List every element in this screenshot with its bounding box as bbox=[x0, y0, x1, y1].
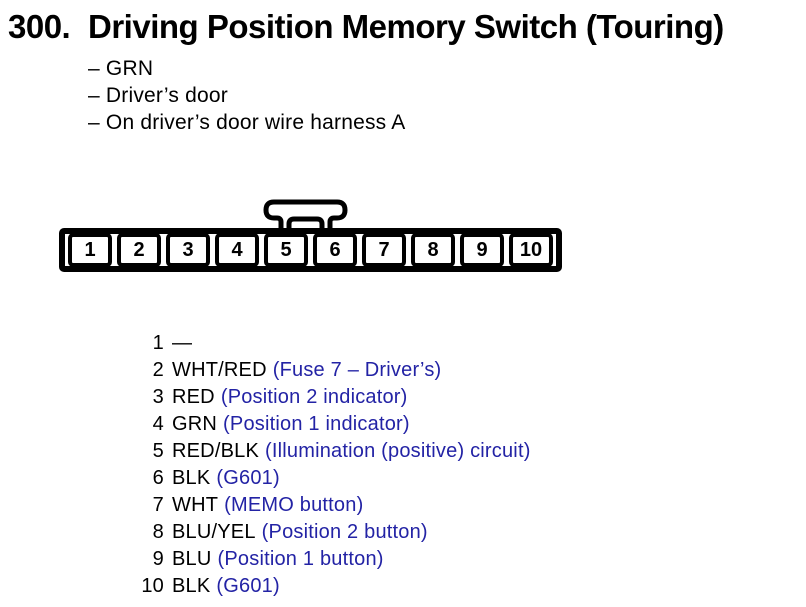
connector-pin-3: 3 bbox=[166, 233, 210, 267]
connector-pin-7: 7 bbox=[362, 233, 406, 267]
pin-description-list: 1 — 2 WHT/RED (Fuse 7 – Driver’s) 3 RED … bbox=[136, 330, 531, 600]
wire-color: BLU bbox=[172, 548, 212, 570]
wire-function: (Position 1 indicator) bbox=[223, 413, 410, 435]
pin-number: 2 bbox=[152, 359, 164, 381]
connector-pin-5: 5 bbox=[264, 233, 308, 267]
connector-pin-6: 6 bbox=[313, 233, 357, 267]
pin-number: 3 bbox=[152, 386, 164, 408]
wire-color: — bbox=[172, 332, 193, 354]
pin-row-10: 10 BLK (G601) bbox=[136, 573, 531, 600]
pin-row-4: 4 GRN (Position 1 indicator) bbox=[136, 411, 531, 438]
connector-pin-2: 2 bbox=[117, 233, 161, 267]
section-number: 300. bbox=[8, 8, 71, 45]
wire-function: (Position 1 button) bbox=[217, 548, 384, 570]
pin-row-9: 9 BLU (Position 1 button) bbox=[136, 546, 531, 573]
pin-number: 5 bbox=[152, 440, 164, 462]
connector-pin-4: 4 bbox=[215, 233, 259, 267]
pin-row-2: 2 WHT/RED (Fuse 7 – Driver’s) bbox=[136, 357, 531, 384]
pin-row-6: 6 BLK (G601) bbox=[136, 465, 531, 492]
wire-color: RED/BLK bbox=[172, 440, 259, 462]
connector-pin-8: 8 bbox=[411, 233, 455, 267]
wire-color: WHT bbox=[172, 494, 219, 516]
page-title: 300. Driving Position Memory Switch (Tou… bbox=[8, 8, 724, 46]
connector-pin-1: 1 bbox=[68, 233, 112, 267]
wire-function: (MEMO button) bbox=[224, 494, 364, 516]
pin-row-5: 5 RED/BLK (Illumination (positive) circu… bbox=[136, 438, 531, 465]
wire-color: BLK bbox=[172, 467, 211, 489]
connector-latch-tab-icon bbox=[263, 199, 348, 234]
wire-color: BLU/YEL bbox=[172, 521, 256, 543]
detail-item-color: – GRN bbox=[88, 57, 154, 80]
pin-row-8: 8 BLU/YEL (Position 2 button) bbox=[136, 519, 531, 546]
pin-number: 6 bbox=[152, 467, 164, 489]
wire-color: WHT/RED bbox=[172, 359, 267, 381]
detail-list: – GRN – Driver’s door – On driver’s door… bbox=[88, 55, 405, 136]
wire-function: (Position 2 button) bbox=[261, 521, 428, 543]
connector-body: 1 2 3 4 5 6 7 8 9 10 bbox=[59, 228, 562, 272]
section-title: Driving Position Memory Switch (Touring) bbox=[88, 8, 724, 45]
wire-color: GRN bbox=[172, 413, 218, 435]
pin-number: 10 bbox=[141, 575, 164, 597]
connector-pin-9: 9 bbox=[460, 233, 504, 267]
wire-function: (G601) bbox=[216, 467, 280, 489]
wire-color: RED bbox=[172, 386, 215, 408]
pin-number: 9 bbox=[152, 548, 164, 570]
detail-item-harness: – On driver’s door wire harness A bbox=[88, 111, 406, 134]
pin-row-7: 7 WHT (MEMO button) bbox=[136, 492, 531, 519]
pin-row-3: 3 RED (Position 2 indicator) bbox=[136, 384, 531, 411]
pin-number: 8 bbox=[152, 521, 164, 543]
wire-function: (Position 2 indicator) bbox=[220, 386, 408, 408]
detail-item-location: – Driver’s door bbox=[88, 84, 228, 107]
pin-number: 7 bbox=[152, 494, 164, 516]
wire-function: (Illumination (positive) circuit) bbox=[265, 440, 531, 462]
connector-pin-10: 10 bbox=[509, 233, 553, 267]
wire-color: BLK bbox=[172, 575, 211, 597]
pin-number: 4 bbox=[152, 413, 164, 435]
pin-number: 1 bbox=[152, 332, 164, 354]
wire-function: (G601) bbox=[216, 575, 280, 597]
wire-function: (Fuse 7 – Driver’s) bbox=[272, 359, 442, 381]
pin-row-1: 1 — bbox=[136, 330, 531, 357]
